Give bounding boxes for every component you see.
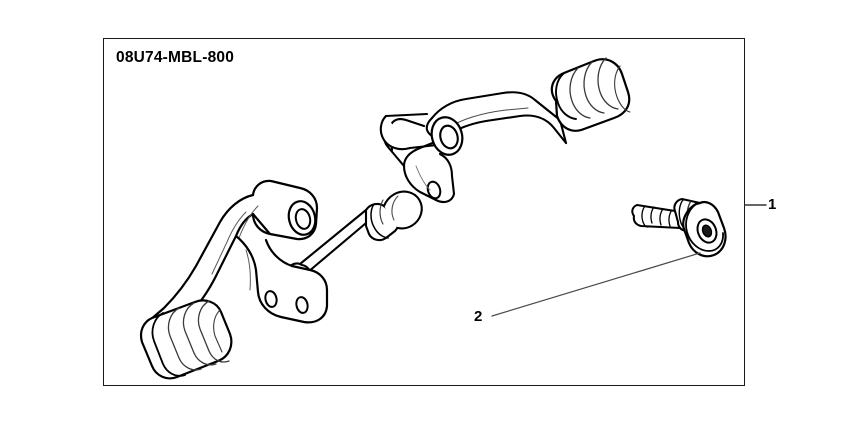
diagram-frame	[103, 38, 745, 386]
part-number-label: 08U74-MBL-800	[116, 49, 235, 66]
callout-label-1[interactable]: 1	[768, 196, 777, 213]
callout-label-2[interactable]: 2	[474, 308, 483, 325]
